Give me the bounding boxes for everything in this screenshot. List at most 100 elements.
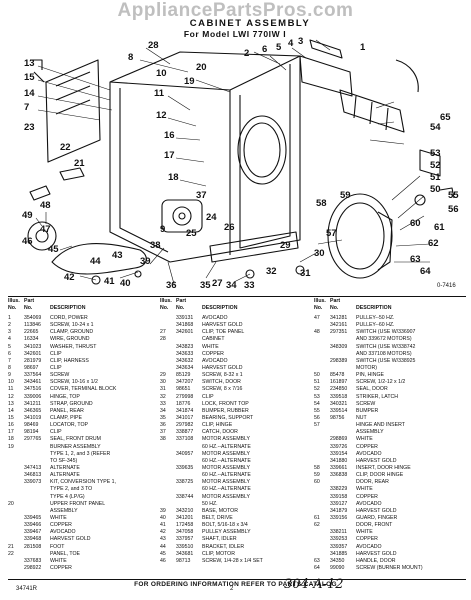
callout: 36 (166, 280, 177, 291)
description: WASHER, THRUST (50, 343, 97, 350)
description: SCREW (356, 400, 376, 407)
motor (161, 199, 203, 233)
part-no: 98469 (24, 422, 39, 429)
description: PIN, HINGE (356, 372, 384, 379)
part-no: 343633 (176, 350, 194, 357)
part-no: 339465 (24, 514, 42, 521)
description: FOOT (50, 543, 65, 550)
description: CLIP (50, 364, 62, 371)
illus-no: 41 (160, 522, 166, 529)
description: CLIP (50, 429, 62, 436)
description: PULLEY--50 HZ. (356, 315, 395, 321)
part-no: 341019 (24, 414, 42, 421)
callout: 65 (440, 112, 451, 123)
table-row: 50 HZ. (160, 501, 310, 508)
illus-no: 58 (314, 464, 320, 471)
description: WHITE (50, 514, 67, 521)
figure-code: 0-7416 (437, 283, 456, 289)
description: MOTOR) (356, 364, 377, 371)
part-no: 339357 (330, 543, 348, 550)
illus-no: 15 (8, 414, 14, 421)
part-no: 343210 (176, 507, 194, 514)
part-no: 343634 (176, 364, 194, 371)
part-no: 339661 (330, 464, 348, 471)
part-no: 348309 (330, 343, 348, 350)
description: UPPER FRONT PANEL (50, 500, 106, 507)
part-no: 343681 (176, 550, 194, 557)
part-no: 339635 (176, 464, 194, 471)
description: HANDLE, DOOR (356, 557, 396, 564)
table-row: AND 339672 MOTORS) (314, 336, 466, 343)
callout: 27 (212, 278, 223, 289)
description: WHITE (356, 436, 373, 443)
part-no: 161897 (330, 379, 348, 386)
part-no: 346813 (24, 472, 42, 479)
part-no: 298922 (24, 564, 42, 571)
part-no: 113846 (24, 322, 41, 329)
part-no: 98756 (330, 414, 345, 421)
callout: 13 (24, 58, 35, 69)
handwritten-note: 304-A-12 (284, 577, 344, 592)
part-no: 341201 (176, 514, 194, 521)
part-no: 339131 (176, 315, 194, 321)
part-no: 298389 (330, 357, 348, 364)
part-no: 339514 (330, 407, 348, 414)
part-no: 342601 (24, 350, 42, 357)
part-no: 339510 (176, 543, 194, 550)
description: INSERT, DOOR HINGE (356, 464, 411, 471)
part-no: 337108 (176, 436, 194, 443)
description: ALTERNATE (50, 472, 80, 479)
callout: 61 (434, 222, 445, 233)
description: SWITCH (USE W/338742 (356, 343, 416, 350)
callout: 15 (24, 72, 35, 83)
description: WHITE (50, 557, 67, 564)
part-no: 347516 (24, 386, 42, 393)
part-no: 341281 (330, 315, 348, 321)
description: SCREW (50, 372, 70, 379)
column-header: Illus.Part No.No.DESCRIPTION (8, 298, 86, 312)
description: CORD, POWER (50, 315, 88, 321)
callout: 56 (448, 204, 459, 215)
description: HARVEST GOLD (50, 536, 91, 543)
callout: 7 (24, 102, 29, 113)
part-no: 341023 (24, 343, 42, 350)
rear-panel (45, 59, 101, 163)
page-number: 2 (230, 586, 234, 592)
illus-no: 13 (8, 400, 14, 407)
part-no: 339253 (330, 536, 348, 543)
illus-no: 54 (314, 400, 320, 407)
illus-no: 27 (160, 329, 166, 336)
part-no: 339156 (330, 514, 348, 521)
callout: 48 (40, 200, 51, 211)
callout: 42 (64, 272, 75, 283)
callout: 58 (316, 198, 327, 209)
callout: 19 (184, 76, 195, 87)
callout: 57 (326, 228, 337, 239)
toe-panel (209, 231, 299, 263)
description: ALTERNATE (50, 464, 80, 471)
part-no: 34350 (330, 557, 345, 564)
